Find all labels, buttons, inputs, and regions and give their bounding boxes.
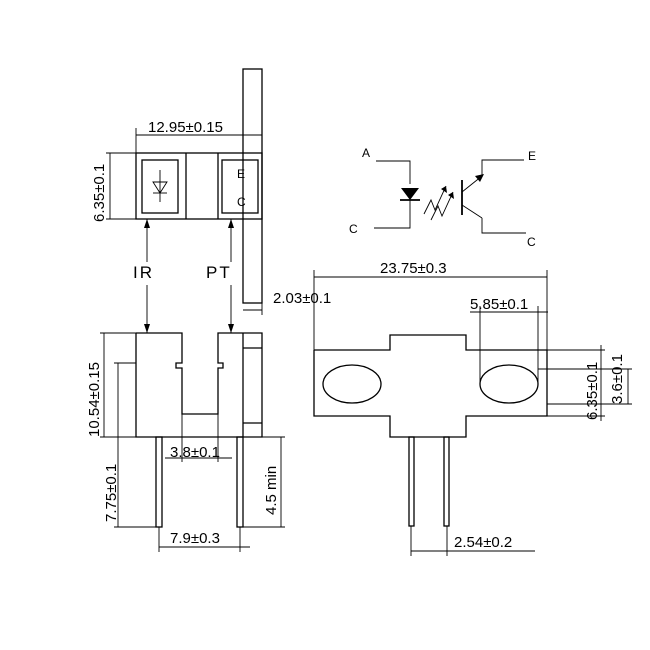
top-label-e: E xyxy=(237,167,245,181)
mount-hole-right xyxy=(479,364,539,404)
dim-height-top: 6.35±0.1 xyxy=(91,164,108,222)
dim-lead-spacing: 7.9±0.3 xyxy=(170,530,220,547)
dim-slot-offset: 2.03±0.1 xyxy=(273,290,331,307)
pt-window xyxy=(221,159,259,214)
diode-small-icon xyxy=(152,170,168,202)
side-lead-left xyxy=(408,436,415,527)
top-view: E C 12.95±0.15 6.35±0.1 2.03±0.1 xyxy=(91,68,331,315)
dim-body-height: 10.54±0.15 xyxy=(86,362,103,437)
dim-hole-width: 5.85±0.1 xyxy=(470,296,528,313)
mount-hole-left xyxy=(322,364,382,404)
dim-total-width: 23.75±0.3 xyxy=(380,260,447,277)
side-lead-right xyxy=(443,436,450,527)
schematic-anode: A xyxy=(362,146,370,160)
dim-hole-offset: 3.6±0.1 xyxy=(609,354,626,404)
front-body-outline xyxy=(135,332,263,438)
schematic-emitter: E xyxy=(528,149,536,163)
led-icon xyxy=(401,188,419,200)
side-body-outline xyxy=(313,334,548,438)
dim-width-top: 12.95±0.15 xyxy=(148,119,223,136)
ir-window xyxy=(141,159,179,214)
label-pt: PT xyxy=(206,263,232,282)
light-arrows-icon xyxy=(423,185,454,221)
dim-hole-height: 6.35±0.1 xyxy=(584,362,601,420)
lead-left xyxy=(155,436,163,528)
schematic: A C E C xyxy=(349,146,536,249)
dim-slot-width: 3.8±0.1 xyxy=(170,444,220,461)
ir-pt-leaders: IR PT xyxy=(133,219,234,333)
lead-right xyxy=(236,436,244,528)
phototransistor-icon xyxy=(461,159,526,234)
schematic-collector: C xyxy=(527,235,536,249)
schematic-cathode: C xyxy=(349,222,358,236)
dim-lead-min: 4.5 min xyxy=(263,466,280,515)
dim-lead-length: 7.75±0.1 xyxy=(103,464,120,522)
tall-plate xyxy=(242,68,263,304)
side-view: 23.75±0.3 5.85±0.1 6.35±0.1 3.6±0.1 2.54… xyxy=(313,260,632,556)
label-ir: IR xyxy=(133,263,154,282)
front-view: 10.54±0.15 7.75±0.1 3.8±0.1 4.5 min 7.9±… xyxy=(86,332,285,552)
dim-pin-pitch: 2.54±0.2 xyxy=(454,534,512,551)
top-label-c: C xyxy=(237,195,246,209)
